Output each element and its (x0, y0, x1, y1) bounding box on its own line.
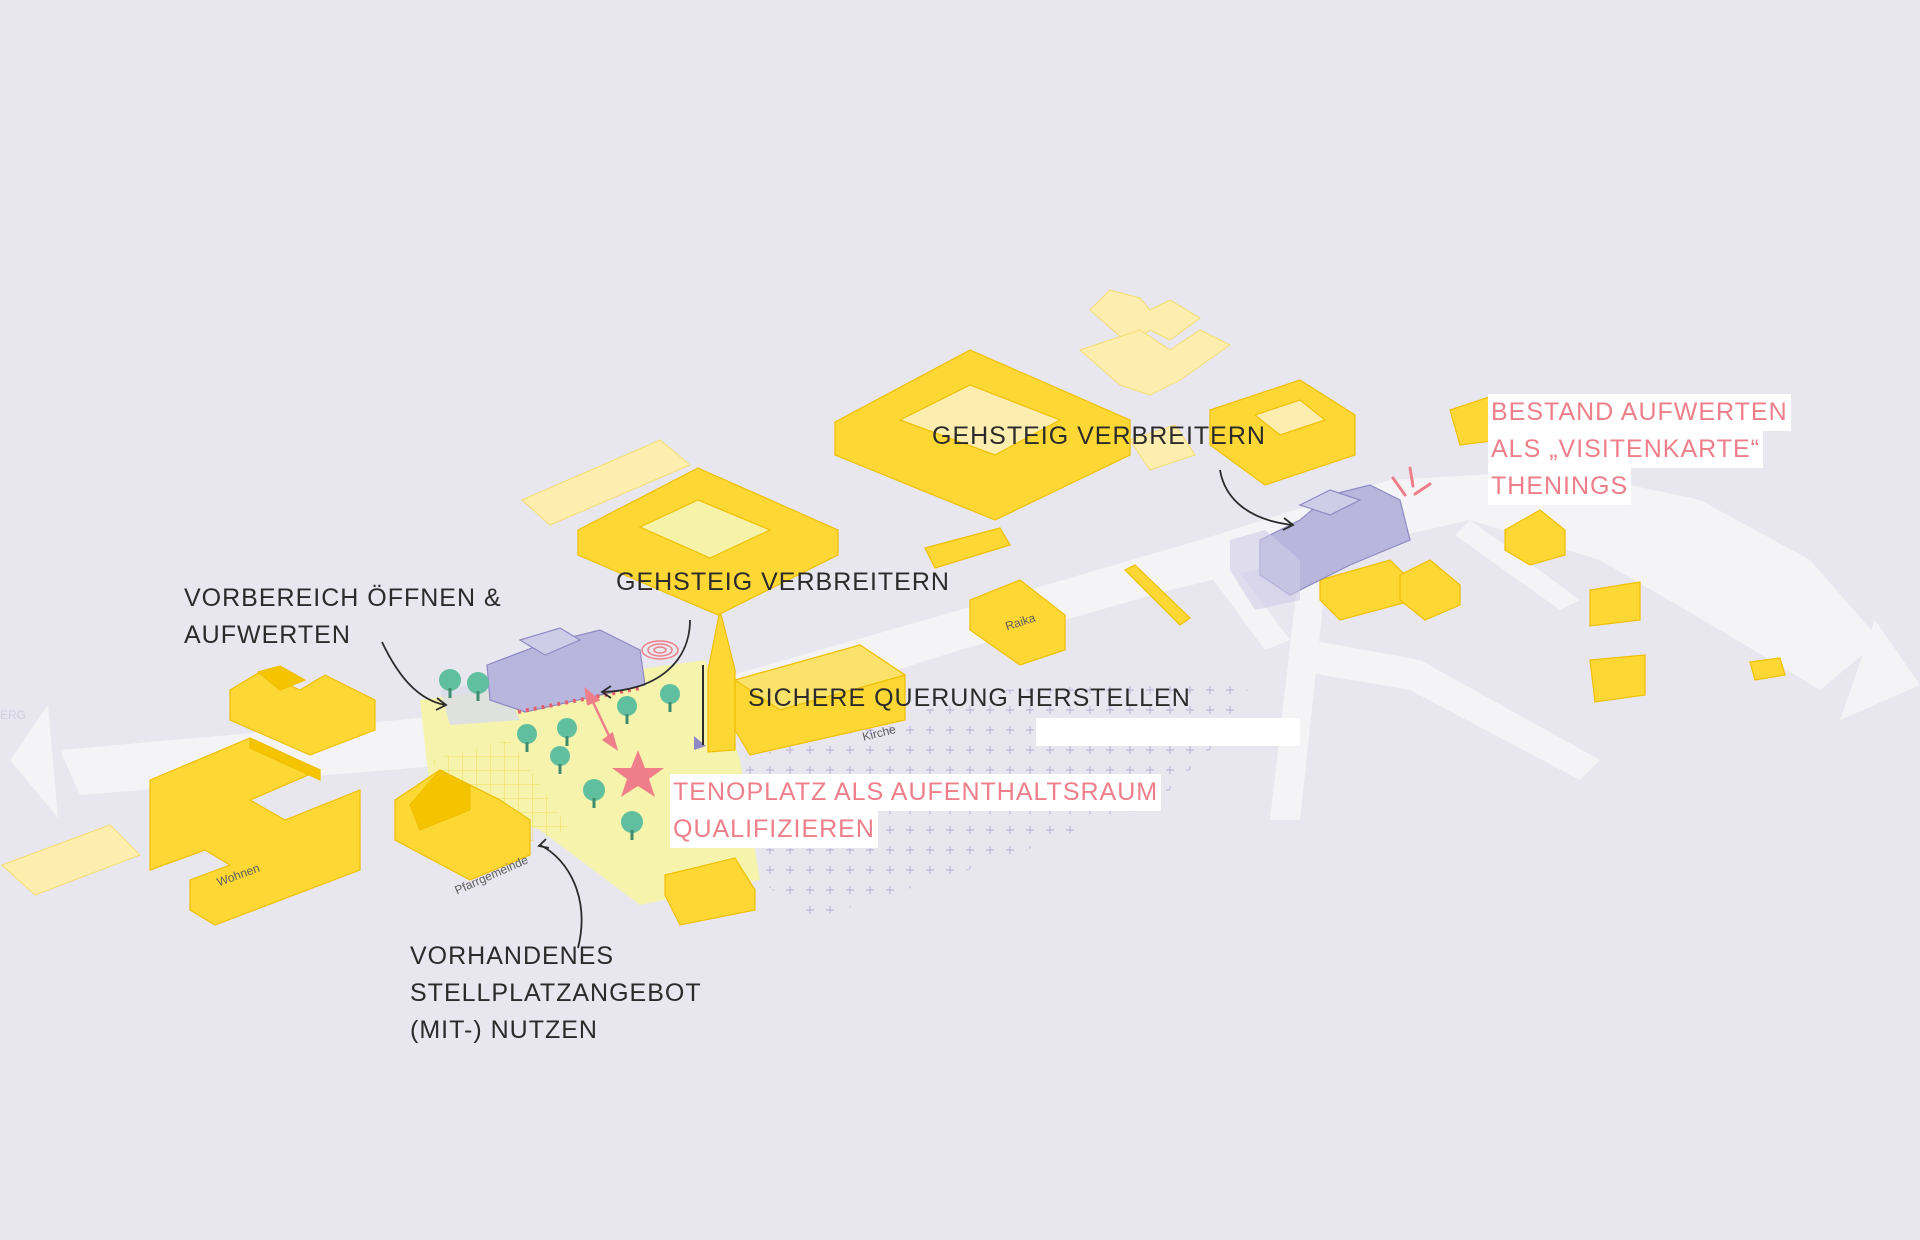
annotation-querung: SICHERE QUERUNG HERSTELLEN (748, 680, 1191, 717)
fountain-icon (641, 640, 679, 660)
annotation-arrows (381, 469, 1295, 949)
annotation-line: GEHSTEIG VERBREITERN (932, 422, 1266, 450)
annotation-line: ALS „VISITENKARTE“ (1488, 431, 1763, 468)
annotation-line: SICHERE QUERUNG HERSTELLEN (748, 684, 1191, 712)
annotation-gehsteig-right: GEHSTEIG VERBREITERN (932, 418, 1266, 455)
tree-icon (583, 779, 605, 808)
right-forecourt (1230, 530, 1300, 610)
tree-icon (660, 684, 680, 712)
arrow-right-icon (1840, 620, 1920, 720)
side-road-2 (1305, 640, 1600, 780)
double-arrow-icon (584, 686, 619, 751)
annotation-line: VORHANDENES (410, 942, 615, 970)
annotation-tenoplatz: TENOPLATZ ALS AUFENTHALTSRAUM QUALIFIZIE… (670, 774, 1162, 848)
light-buildings (1, 289, 1231, 896)
annotation-vorbereich: VORBEREICH ÖFFNEN & AUFWERTEN (184, 580, 502, 654)
blank-label-box (1036, 718, 1300, 746)
place-label-road-end: ERG (0, 708, 27, 722)
side-road-3 (1210, 560, 1290, 650)
annotation-line: QUALIFIZIEREN (670, 811, 878, 848)
annotation-line: TENOPLATZ ALS AUFENTHALTSRAUM (670, 774, 1162, 811)
annotation-line: THENINGS (1488, 468, 1632, 505)
arrow-gehsteig-right (1219, 469, 1293, 526)
star-icon (612, 750, 664, 797)
arrow-vorbereich (381, 641, 446, 706)
tree-icon (621, 811, 643, 840)
annotation-line: BESTAND AUFWERTEN (1488, 394, 1791, 431)
tree-icon (467, 672, 489, 701)
highlight-burst-icon (1391, 466, 1432, 497)
annotation-bestand: BESTAND AUFWERTEN ALS „VISITENKARTE“ THE… (1488, 394, 1791, 505)
tree-icon (439, 669, 461, 698)
tree-icon (617, 696, 637, 724)
trees (439, 669, 680, 840)
arrow-left-icon (10, 705, 58, 818)
arrow-stellplatz (539, 844, 583, 949)
side-road (1270, 540, 1330, 820)
annotation-gehsteig-left: GEHSTEIG VERBREITERN (616, 564, 950, 601)
tree-icon (517, 724, 537, 752)
annotation-line: AUFWERTEN (184, 621, 351, 649)
annotation-line: STELLPLATZANGEBOT (410, 979, 702, 1007)
annotation-line: (MIT-) NUTZEN (410, 1016, 598, 1044)
annotation-line: VORBEREICH ÖFFNEN & (184, 584, 502, 612)
parking-grid (430, 740, 570, 850)
side-road-4 (1455, 520, 1580, 610)
annotation-line: GEHSTEIG VERBREITERN (616, 568, 950, 596)
arrow-gehsteig-left (602, 619, 691, 693)
crossing-marker (694, 736, 706, 750)
tree-icon (557, 718, 577, 746)
annotation-stellplatz: VORHANDENES STELLPLATZANGEBOT (MIT-) NUT… (410, 938, 702, 1049)
tree-icon (550, 746, 570, 774)
